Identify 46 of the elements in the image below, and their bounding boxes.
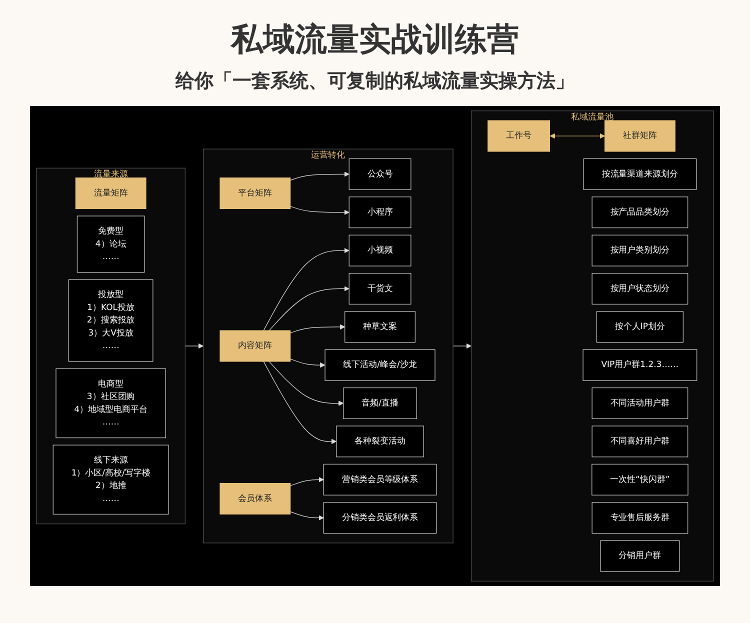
node-box: 社群矩阵 xyxy=(604,120,676,152)
arrow xyxy=(290,358,326,368)
node-box: 不同喜好用户群 xyxy=(592,426,688,458)
node-box: 平台矩阵 xyxy=(220,178,291,210)
node-box: 不同活动用户群 xyxy=(592,388,688,420)
node-box: 营销类会员等级体系 xyxy=(323,464,437,496)
node-box: 按用户状态划分 xyxy=(592,272,688,304)
arrow xyxy=(452,343,472,349)
node-box: 线下活动/峰会/沙龙 xyxy=(324,349,436,381)
node-box: 工作号 xyxy=(488,120,550,152)
node-box: 按个人IP划分 xyxy=(596,311,684,343)
node-box: 小视频 xyxy=(348,234,412,266)
node-box: 公众号 xyxy=(348,158,412,190)
title: 私域流量实战训练营 xyxy=(229,19,520,60)
node-box: 分销类会员返利体系 xyxy=(323,502,437,534)
node-box: 投放型 1）KOL投放 2）搜索投放 3）大V投放 …… xyxy=(68,279,154,362)
node-box: 按用户类别划分 xyxy=(592,234,688,266)
arrow xyxy=(184,343,204,349)
arrow xyxy=(290,324,346,334)
arrow xyxy=(290,511,324,520)
node-box: 各种裂变活动 xyxy=(336,426,424,458)
arrow xyxy=(550,133,606,139)
node-box: 免费型 4）论坛 …… xyxy=(76,216,145,273)
node-box: 分销用户群 xyxy=(600,540,680,572)
node-box: 音频/直播 xyxy=(343,388,417,420)
arrow xyxy=(268,361,344,406)
node-box: 种草文案 xyxy=(344,311,416,343)
arrow xyxy=(290,476,324,486)
arrow xyxy=(290,206,350,216)
subtitle: 给你「一套系统、可复制的私域流量实操方法」 xyxy=(174,69,576,94)
node-box: 干货文 xyxy=(348,272,412,304)
node-box: 电商型 3）社区团购 4）地域型电商平台 …… xyxy=(56,368,166,438)
node-box: 会员体系 xyxy=(220,482,291,514)
node-box: 流量矩阵 xyxy=(75,178,146,210)
node-box: 线下来源 1）小区/高校/写字楼 2）地推 …… xyxy=(52,444,169,514)
node-box: 小程序 xyxy=(348,196,412,228)
arrow xyxy=(263,248,350,331)
node-box: 专业售后服务群 xyxy=(592,502,688,534)
node-box: 按产品品类划分 xyxy=(592,196,688,228)
arrow xyxy=(268,286,350,331)
arrow xyxy=(263,361,337,444)
node-box: 内容矩阵 xyxy=(220,330,291,362)
arrow xyxy=(290,172,350,181)
node-box: VIP用户群1.2.3…… xyxy=(582,349,698,381)
node-box: 一次性“快闪群” xyxy=(592,464,688,496)
node-box: 按流量渠道来源划分 xyxy=(583,158,697,190)
